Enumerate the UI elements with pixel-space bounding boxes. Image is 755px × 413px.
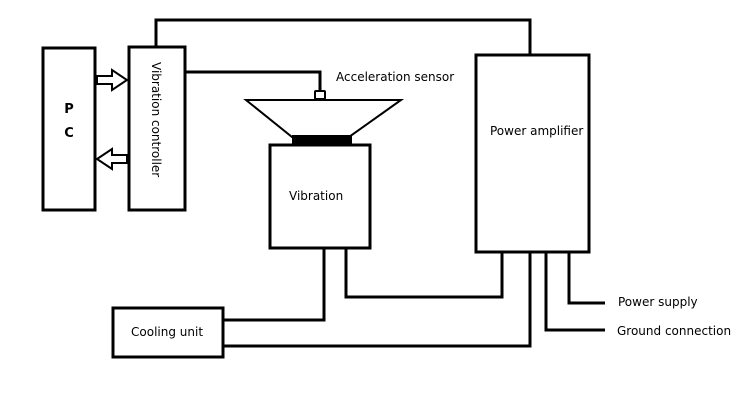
power-amplifier-box xyxy=(474,53,591,254)
wire-vibration-cooling xyxy=(223,248,326,322)
vibration-label: Vibration xyxy=(289,189,343,203)
wire-controller-amplifier xyxy=(154,18,532,55)
cooling-unit-label: Cooling unit xyxy=(131,325,203,339)
power-amplifier-label: Power amplifier xyxy=(490,124,583,138)
pc-label-p: P xyxy=(64,102,74,117)
arrow-pc-to-controller xyxy=(96,68,129,92)
cooling-unit-box xyxy=(111,306,225,359)
shaker-table xyxy=(243,99,405,138)
pc-label-c: C xyxy=(64,126,74,141)
arrow-controller-to-pc xyxy=(95,147,128,171)
wire-power-supply xyxy=(567,252,605,305)
vibration-box xyxy=(268,143,372,250)
vibration-controller-label: Vibration controller xyxy=(149,62,163,177)
pc-box xyxy=(41,46,97,212)
wire-ground-connection xyxy=(544,252,605,332)
vibration-controller-box xyxy=(127,45,187,212)
wire-controller-sensor xyxy=(185,70,322,91)
acceleration-sensor xyxy=(314,90,326,100)
power-supply-label: Power supply xyxy=(618,295,698,309)
wire-vibration-amplifier xyxy=(344,248,504,299)
ground-connection-label: Ground connection xyxy=(617,324,731,338)
wire-cooling-amplifier xyxy=(223,252,532,348)
acceleration-sensor-label: Acceleration sensor xyxy=(336,70,454,84)
wiring xyxy=(154,18,605,348)
shaker-armature xyxy=(292,135,352,144)
